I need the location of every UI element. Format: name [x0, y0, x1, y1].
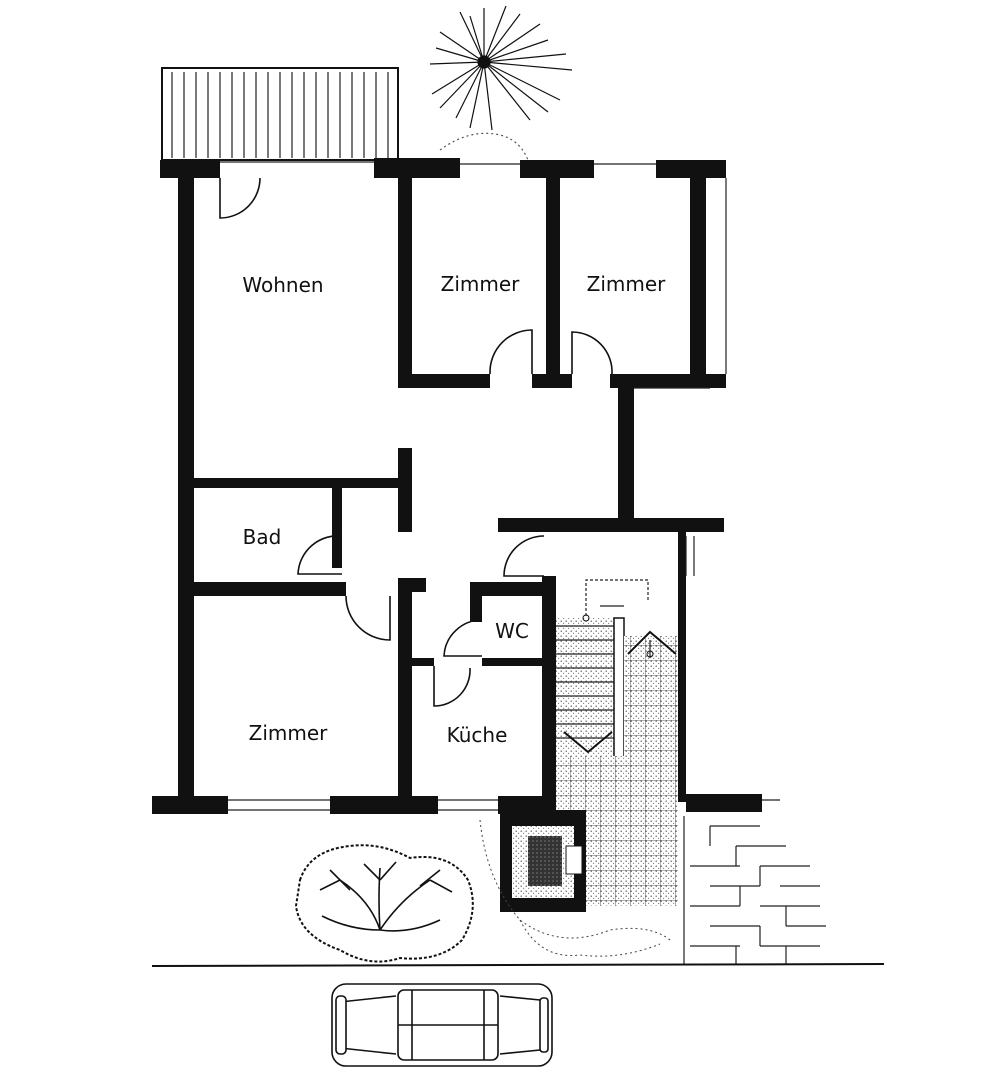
door-swings [219, 177, 613, 707]
fireplace-icon [500, 810, 586, 912]
car-icon [331, 983, 553, 1067]
room-label-zimmer-1: Zimmer [441, 272, 521, 296]
room-label-kueche: Küche [447, 723, 508, 747]
room-label-bad: Bad [243, 525, 282, 549]
room-label-wohnen: Wohnen [242, 273, 323, 297]
room-label-zimmer-3: Zimmer [249, 721, 329, 745]
paving-icon [683, 799, 826, 964]
tree-icon [429, 5, 573, 161]
walls [152, 158, 762, 814]
stairs-icon [556, 579, 678, 906]
room-label-wc: WC [495, 619, 529, 643]
balcony-railing-icon [161, 67, 399, 161]
shrub-icon [294, 819, 671, 963]
room-label-zimmer-2: Zimmer [587, 272, 667, 296]
street-line [151, 963, 885, 967]
